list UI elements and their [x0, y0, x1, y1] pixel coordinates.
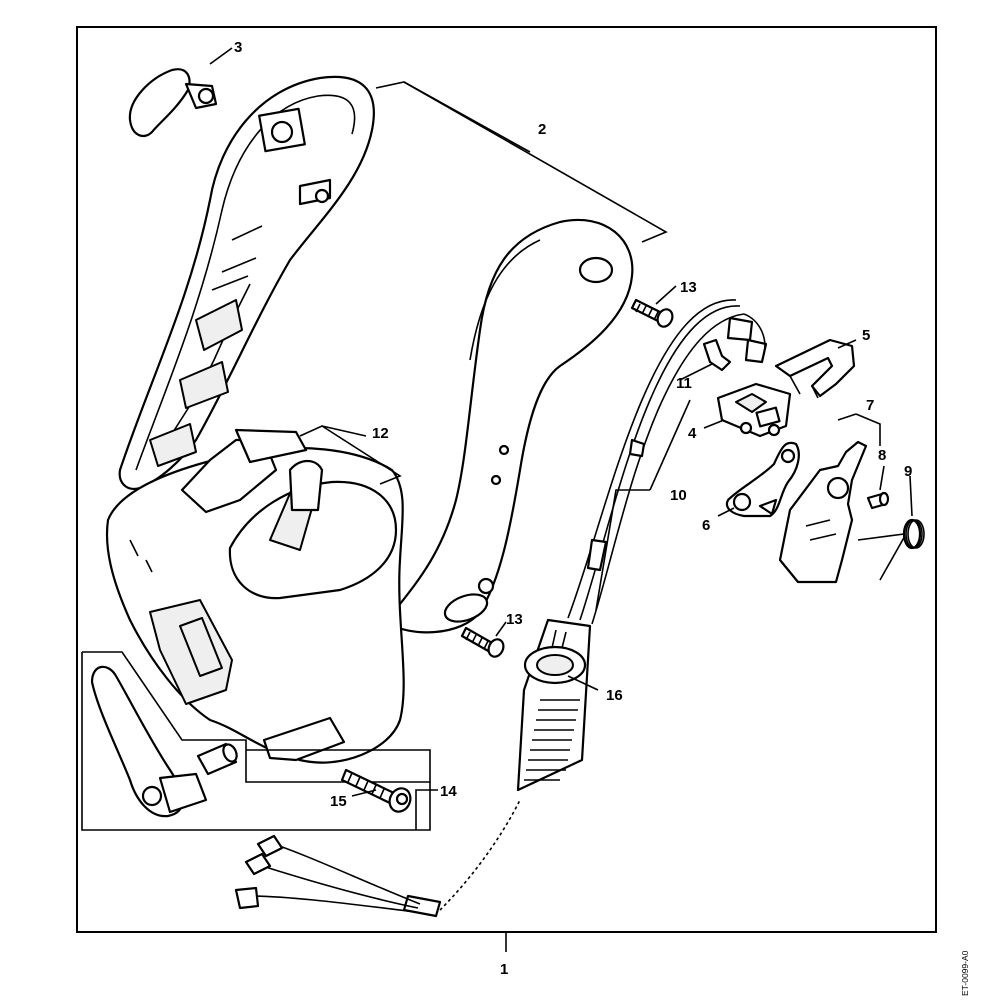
part-4-switch — [716, 382, 792, 438]
callout-labels: 1 2 3 4 5 6 7 8 9 10 11 12 13 13 14 15 1… — [234, 39, 912, 978]
part-2-handle-cover — [384, 218, 634, 634]
lower-wire-bundle — [234, 799, 521, 918]
callout-9: 9 — [904, 463, 912, 480]
callout-5: 5 — [862, 327, 870, 344]
callout-2: 2 — [538, 121, 546, 138]
part-13-screw-upper — [630, 298, 674, 328]
callout-3: 3 — [234, 39, 242, 56]
part-5-bracket — [774, 338, 856, 399]
part-8-pin — [866, 491, 890, 510]
part-14-15-screw — [340, 768, 412, 813]
part-13-screw-lower — [460, 626, 505, 658]
callout-6: 6 — [702, 517, 710, 534]
callout-10: 10 — [670, 487, 687, 504]
part-3-lever — [128, 68, 218, 138]
callout-4: 4 — [688, 425, 697, 442]
pin-part — [196, 742, 238, 776]
callout-7: 7 — [866, 397, 874, 414]
leader-lines — [209, 47, 913, 952]
drawing-code: ET-0099-A0 — [960, 950, 970, 996]
callout-13-upper: 13 — [680, 279, 697, 296]
callout-1: 1 — [500, 961, 508, 978]
callout-8: 8 — [878, 447, 886, 464]
part-9-spring — [857, 518, 925, 581]
part-2-handle-left-shell — [118, 75, 375, 490]
callout-11: 11 — [676, 375, 692, 392]
callout-15: 15 — [330, 793, 347, 810]
part-11-clip — [702, 338, 732, 372]
callout-13-lower: 13 — [506, 611, 523, 628]
callout-12: 12 — [372, 425, 389, 442]
part-10-wire-harness — [567, 299, 768, 625]
callout-16: 16 — [606, 687, 623, 704]
inset-box — [81, 651, 431, 831]
trigger-lever — [90, 665, 208, 818]
callout-14: 14 — [440, 783, 457, 800]
part-7-lever — [778, 440, 868, 584]
part-12-housing — [105, 428, 405, 764]
part-16-grommet — [516, 618, 592, 792]
part-6-lever — [725, 441, 800, 518]
